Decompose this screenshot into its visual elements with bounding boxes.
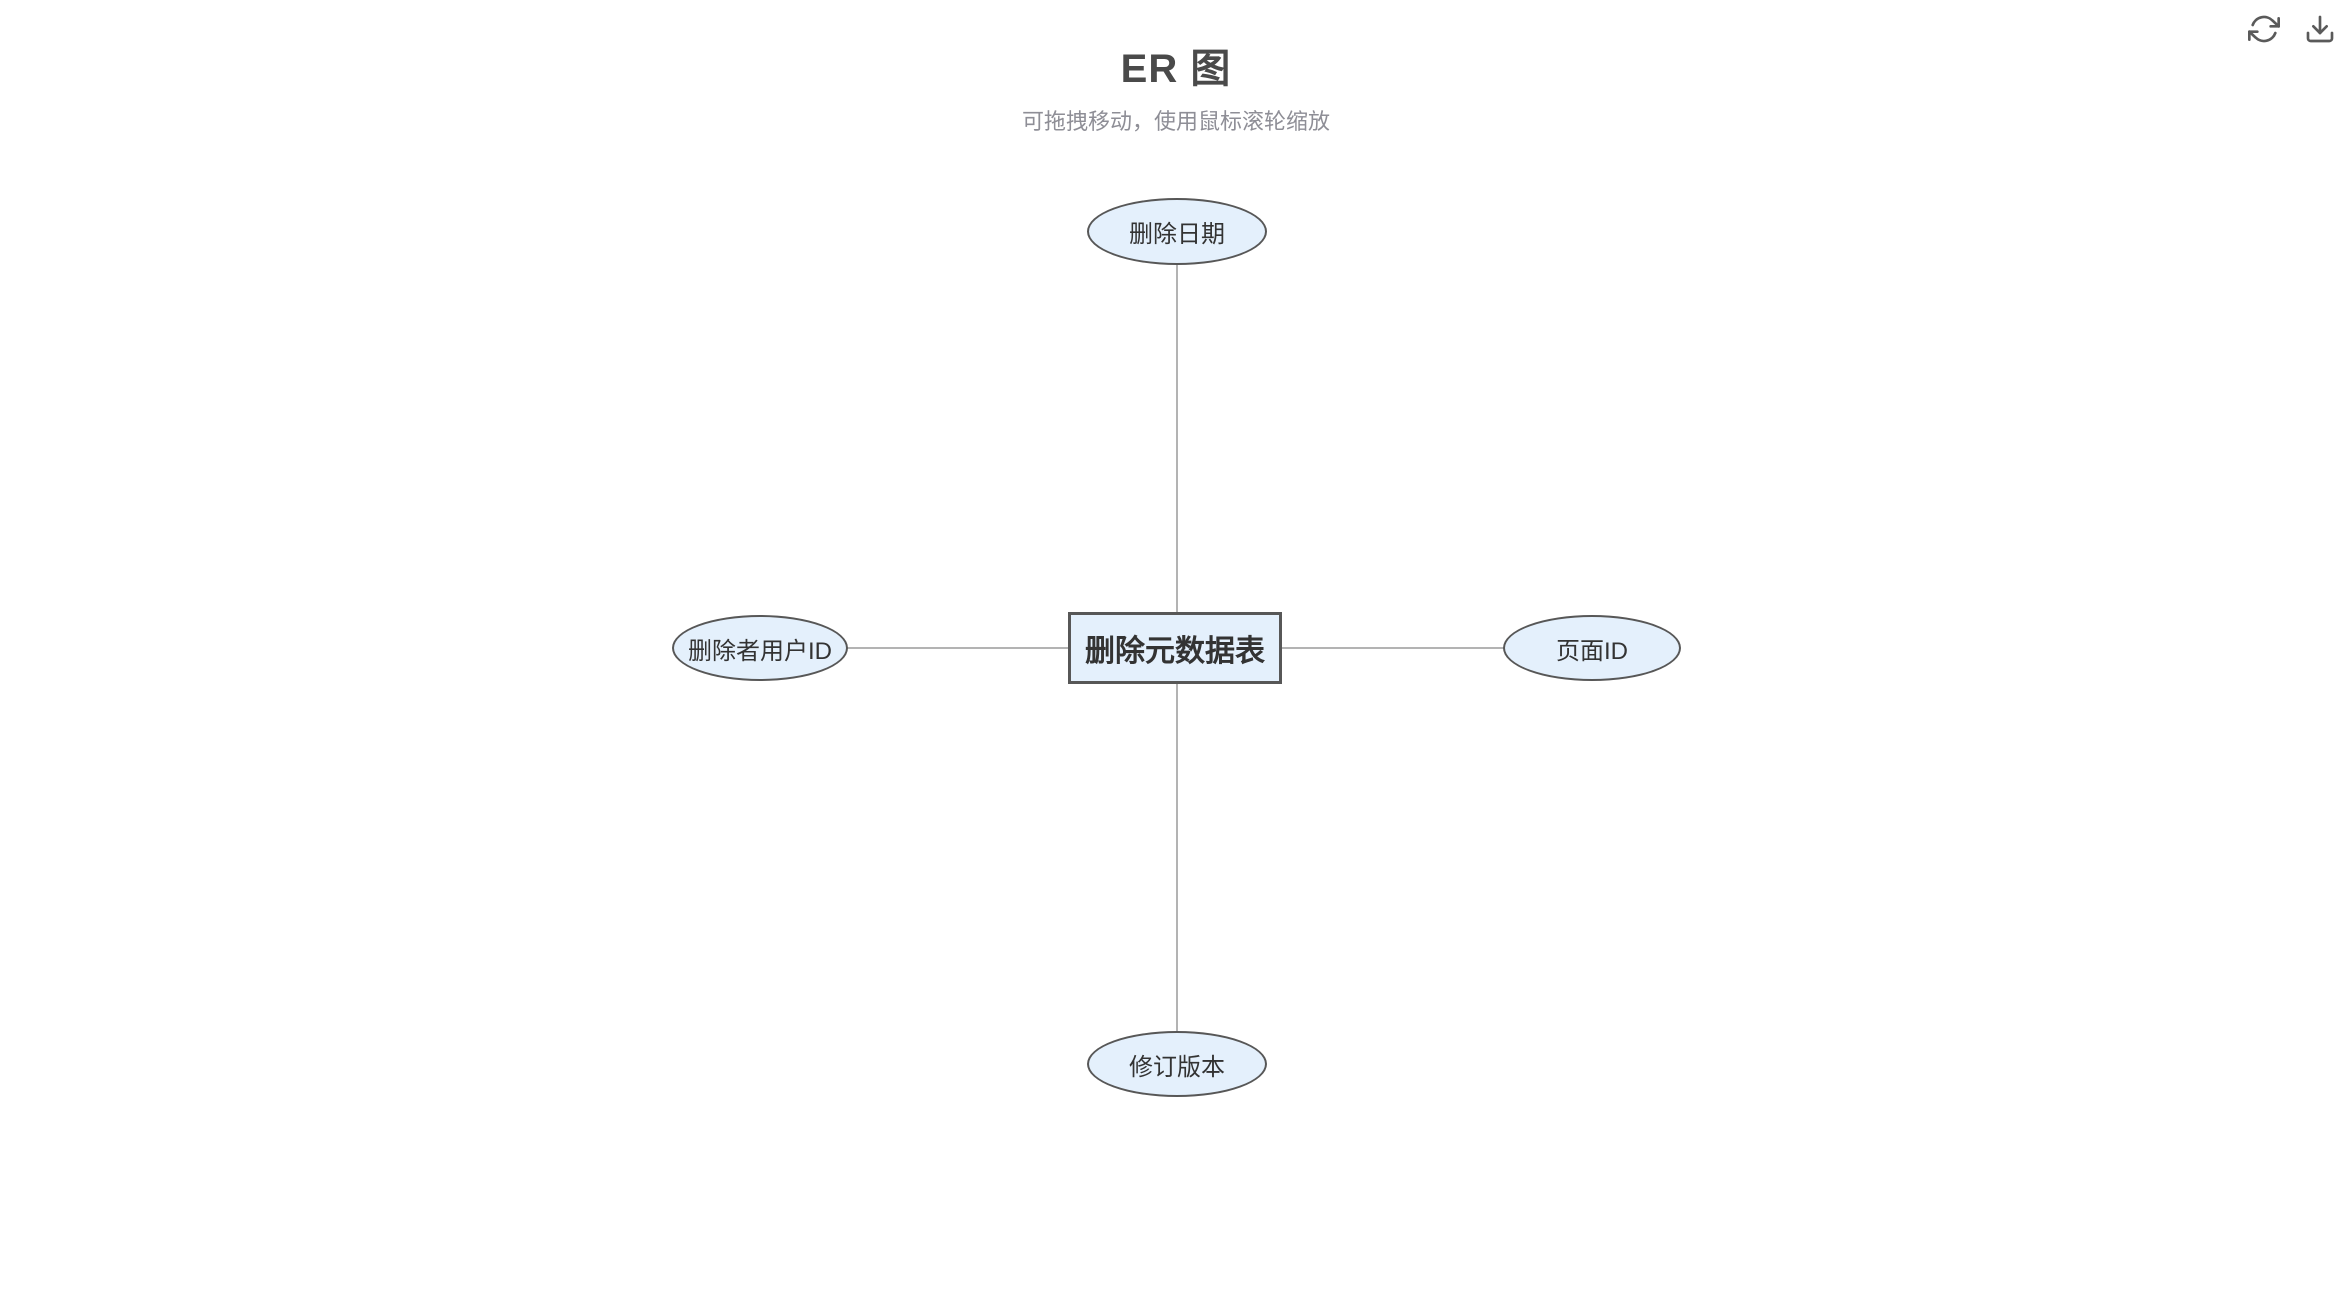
download-icon — [2304, 13, 2336, 48]
attribute-node-deleter-user-id[interactable]: 删除者用户ID — [672, 615, 848, 681]
attribute-node-page-id[interactable]: 页面ID — [1503, 615, 1681, 681]
attribute-label: 页面ID — [1556, 637, 1628, 665]
attribute-node-revision[interactable]: 修订版本 — [1087, 1031, 1267, 1097]
entity-node-delete-metadata-table[interactable]: 删除元数据表 — [1068, 612, 1282, 684]
toolbar — [2246, 12, 2338, 48]
attribute-node-delete-date[interactable]: 删除日期 — [1087, 198, 1267, 265]
attribute-label: 删除日期 — [1129, 221, 1225, 248]
attribute-label: 删除者用户ID — [688, 637, 832, 665]
refresh-button[interactable] — [2246, 12, 2282, 48]
refresh-icon — [2248, 13, 2280, 48]
download-button[interactable] — [2302, 12, 2338, 48]
entity-label: 删除元数据表 — [1085, 635, 1265, 668]
attribute-label: 修订版本 — [1129, 1053, 1225, 1081]
